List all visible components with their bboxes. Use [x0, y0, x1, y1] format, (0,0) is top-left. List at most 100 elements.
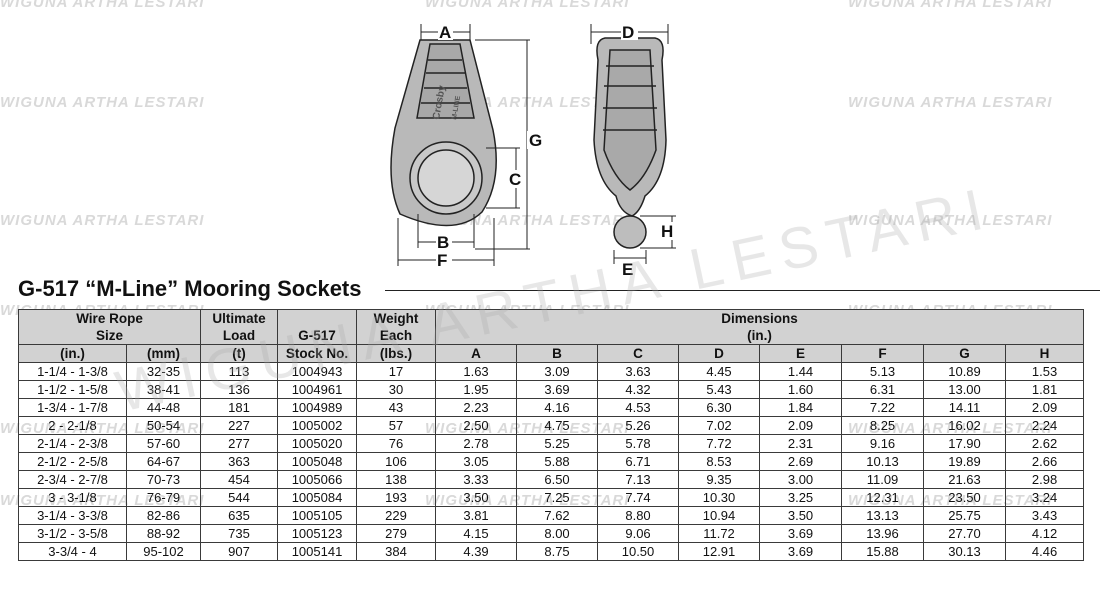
- table-cell: 7.13: [597, 470, 680, 489]
- table-cell: 1.95: [435, 380, 518, 399]
- table-cell: 8.25: [841, 416, 925, 435]
- table-cell: 9.16: [841, 434, 925, 453]
- front-view: [390, 24, 530, 266]
- table-cell: 4.12: [1005, 524, 1085, 543]
- table-cell: 3.50: [435, 488, 518, 507]
- table-cell: 38-41: [125, 380, 202, 399]
- table-cell: 1.84: [759, 398, 843, 417]
- label-e: E: [622, 260, 633, 279]
- table-cell: 5.78: [597, 434, 680, 453]
- table-cell: 8.53: [678, 452, 761, 471]
- table-cell: 30.13: [923, 542, 1007, 561]
- col-header-lbs: (lbs.): [356, 344, 437, 363]
- table-cell: 2.50: [435, 416, 518, 435]
- table-cell: 1.53: [1005, 362, 1085, 381]
- col-header-a: A: [435, 344, 518, 363]
- table-cell: 30: [356, 380, 437, 399]
- table-cell: 7.74: [597, 488, 680, 507]
- table-cell: 2.66: [1005, 452, 1085, 471]
- table-cell: 227: [200, 416, 279, 435]
- table-cell: 5.26: [597, 416, 680, 435]
- table-cell: 13.96: [841, 524, 925, 543]
- table-cell: 1005048: [277, 452, 358, 471]
- table-cell: 2-1/2 - 2-5/8: [18, 452, 127, 471]
- table-cell: 3.24: [1005, 488, 1085, 507]
- table-cell: 76-79: [125, 488, 202, 507]
- table-cell: 2.31: [759, 434, 843, 453]
- table-cell: 4.53: [597, 398, 680, 417]
- table-cell: 9.35: [678, 470, 761, 489]
- table-cell: 277: [200, 434, 279, 453]
- col-header-h: H: [1005, 344, 1085, 363]
- watermark-text: WIGUNA ARTHA LESTARI: [848, 94, 1053, 111]
- table-cell: 27.70: [923, 524, 1007, 543]
- table-cell: 2.78: [435, 434, 518, 453]
- table-cell: 1005020: [277, 434, 358, 453]
- title-row: G-517 “M-Line” Mooring Sockets: [18, 276, 1100, 306]
- table-cell: 4.75: [516, 416, 599, 435]
- table-cell: 15.88: [841, 542, 925, 561]
- table-cell: 3.63: [597, 362, 680, 381]
- table-cell: 14.11: [923, 398, 1007, 417]
- table-cell: 6.50: [516, 470, 599, 489]
- table-cell: 1005141: [277, 542, 358, 561]
- table-cell: 1.63: [435, 362, 518, 381]
- table-cell: 57-60: [125, 434, 202, 453]
- table-cell: 106: [356, 452, 437, 471]
- table-cell: 23.50: [923, 488, 1007, 507]
- table-cell: 25.75: [923, 506, 1007, 525]
- table-cell: 544: [200, 488, 279, 507]
- table-cell: 1005066: [277, 470, 358, 489]
- table-cell: 95-102: [125, 542, 202, 561]
- table-cell: 11.72: [678, 524, 761, 543]
- col-header-in: (in.): [18, 344, 127, 363]
- table-cell: 10.94: [678, 506, 761, 525]
- table-cell: 70-73: [125, 470, 202, 489]
- table-cell: 3.50: [759, 506, 843, 525]
- table-cell: 635: [200, 506, 279, 525]
- side-labels: D H E: [621, 23, 679, 279]
- table-cell: 2.23: [435, 398, 518, 417]
- table-cell: 3-3/4 - 4: [18, 542, 127, 561]
- table-cell: 6.31: [841, 380, 925, 399]
- col-header-e: E: [759, 344, 843, 363]
- table-cell: 50-54: [125, 416, 202, 435]
- table-cell: 12.91: [678, 542, 761, 561]
- table-cell: 11.09: [841, 470, 925, 489]
- title-rule: [385, 290, 1100, 291]
- table-cell: 229: [356, 506, 437, 525]
- table-cell: 7.62: [516, 506, 599, 525]
- label-a: A: [439, 23, 451, 42]
- col-header-wire-rope: Wire Rope Size: [17, 309, 202, 345]
- table-cell: 1.60: [759, 380, 843, 399]
- table-cell: 6.71: [597, 452, 680, 471]
- col-header-stock-no: Stock No.: [277, 344, 358, 363]
- label-c: C: [509, 170, 521, 189]
- table-cell: 193: [356, 488, 437, 507]
- table-cell: 279: [356, 524, 437, 543]
- table-cell: 43: [356, 398, 437, 417]
- table-cell: 1005002: [277, 416, 358, 435]
- col-header-weight: Weight Each: [356, 309, 437, 345]
- table-cell: 8.75: [516, 542, 599, 561]
- table-cell: 5.13: [841, 362, 925, 381]
- table-cell: 2.24: [1005, 416, 1085, 435]
- table-cell: 8.00: [516, 524, 599, 543]
- side-view: [590, 24, 676, 264]
- table-cell: 4.16: [516, 398, 599, 417]
- table-cell: 10.89: [923, 362, 1007, 381]
- table-cell: 4.46: [1005, 542, 1085, 561]
- watermark-text: WIGUNA ARTHA LESTARI: [425, 0, 630, 11]
- table-cell: 88-92: [125, 524, 202, 543]
- table-cell: 2.09: [759, 416, 843, 435]
- table-cell: 12.31: [841, 488, 925, 507]
- col-header-b: B: [516, 344, 599, 363]
- spec-table: Wire Rope Size Ultimate Load G-517 Weigh…: [17, 309, 1085, 561]
